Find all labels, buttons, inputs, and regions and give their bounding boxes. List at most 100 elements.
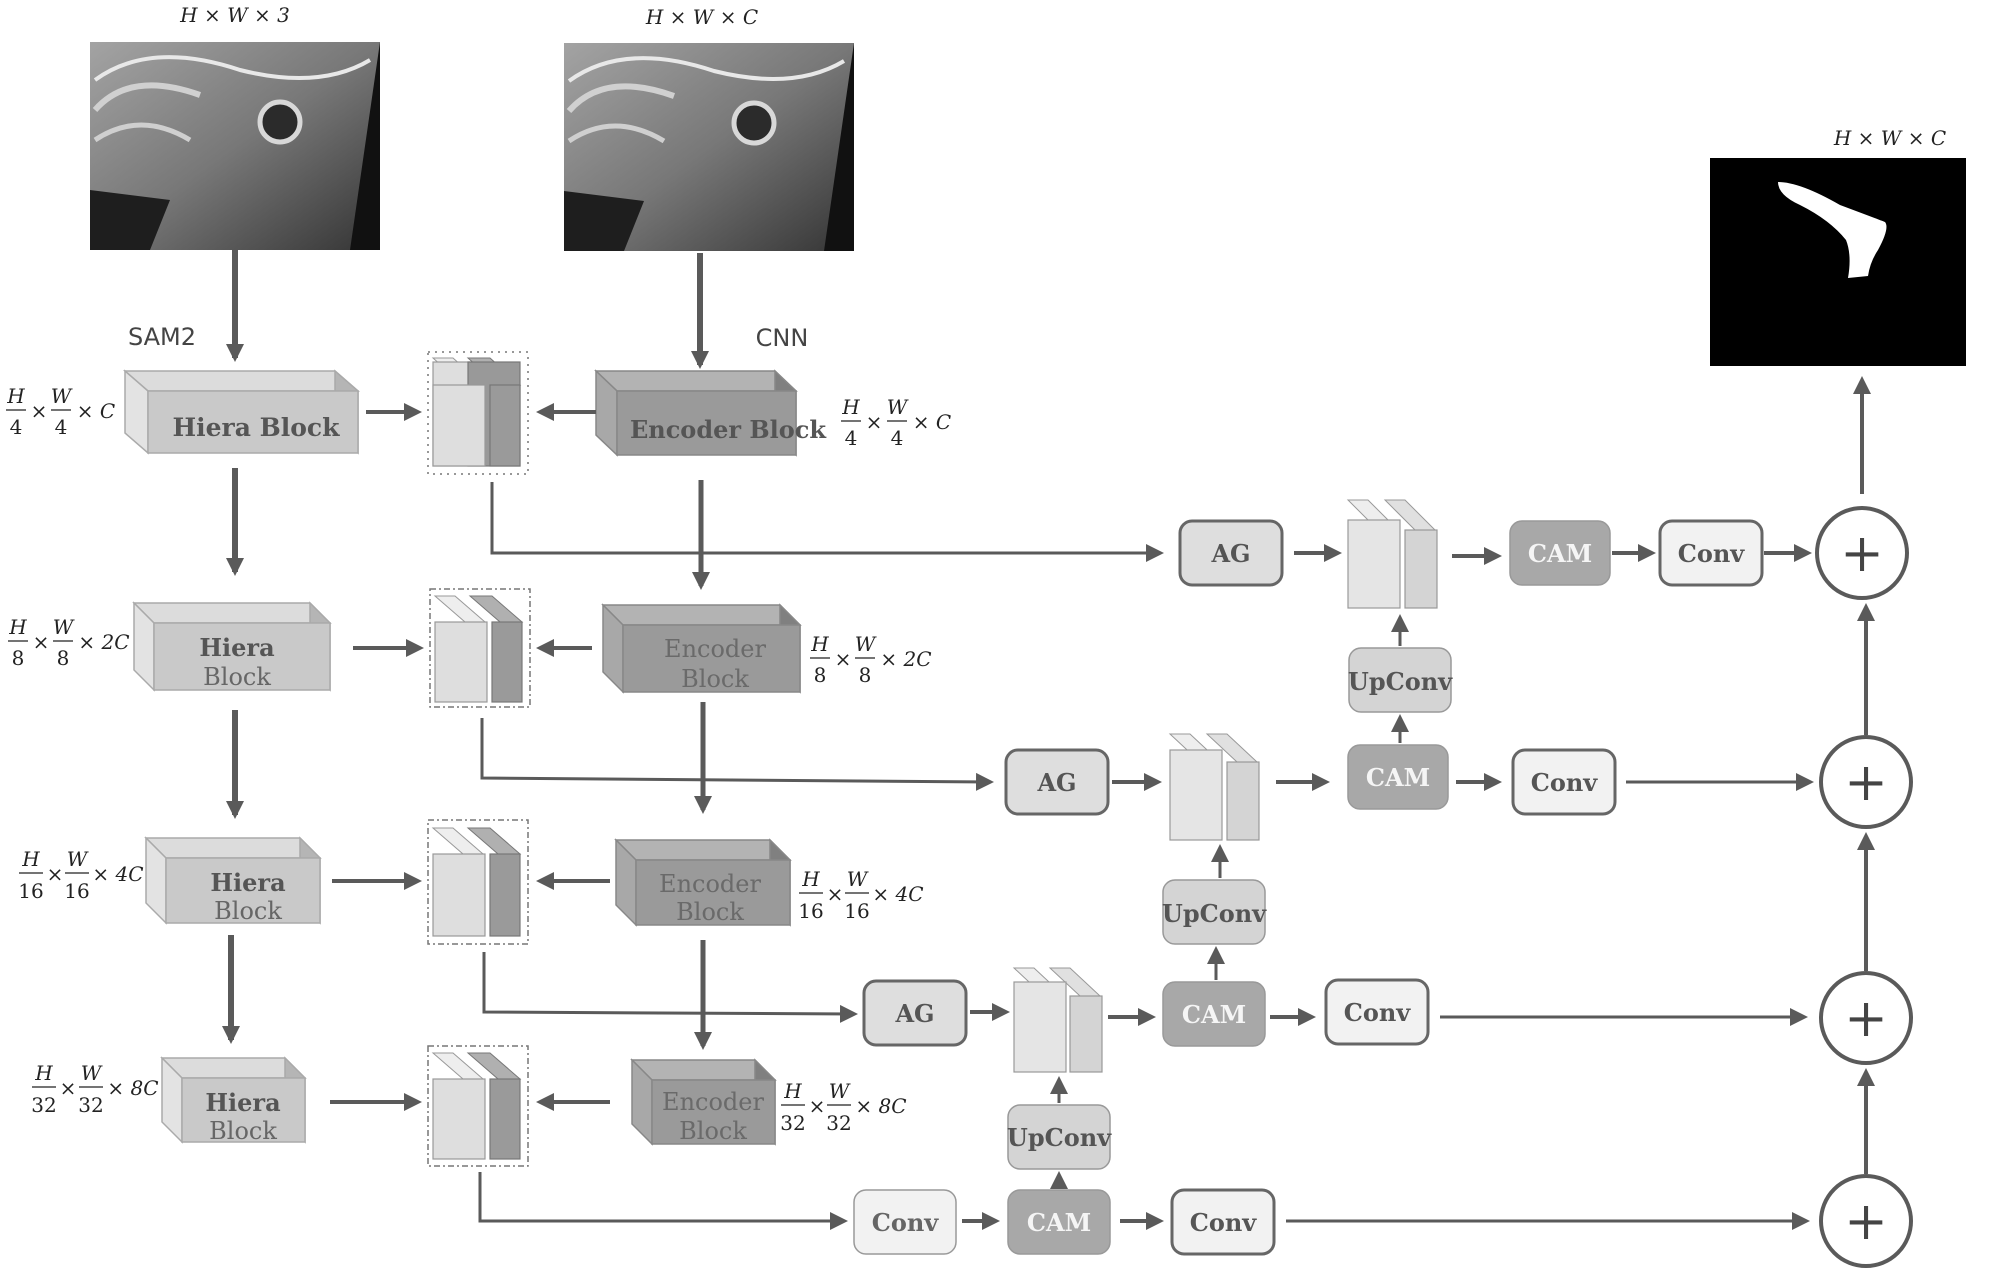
encoder-block-1-label: Encoder Block — [630, 415, 827, 444]
output-dims-label: H × W × C — [1833, 126, 1946, 150]
svg-text:4: 4 — [10, 415, 23, 439]
svg-text:32: 32 — [78, 1093, 103, 1117]
hiera-block-4: Hiera Block — [160, 1056, 307, 1145]
svg-text:× C: × C — [77, 399, 115, 423]
cam-module-4: CAM — [1007, 1189, 1111, 1255]
cam-module-3: CAM — [1162, 981, 1266, 1047]
hiera-dims-level-4: H 32 × W 32 × 8C — [31, 1061, 158, 1117]
encoder-block-1: Encoder Block — [594, 369, 827, 457]
fusion-block-1 — [427, 351, 529, 475]
skip-fusion2-to-ag2 — [480, 718, 994, 791]
sum-node-4: + — [1819, 1174, 1913, 1268]
encoder-block-4-label-line1: Encoder — [662, 1088, 764, 1116]
ag-gate-3: AG — [862, 979, 968, 1047]
svg-text:CAM: CAM — [1366, 763, 1430, 792]
svg-text:W: W — [81, 1061, 103, 1085]
svg-text:W: W — [855, 632, 877, 656]
svg-text:+: + — [1844, 989, 1888, 1049]
svg-text:× 2C: × 2C — [78, 630, 129, 654]
svg-text:× 8C: × 8C — [855, 1094, 906, 1118]
svg-text:H: H — [6, 384, 25, 408]
ultrasound-input-image — [90, 42, 380, 250]
sum-node-1: + — [1815, 506, 1909, 600]
svg-text:×: × — [47, 862, 64, 886]
encoder-block-2-label-line1: Encoder — [664, 635, 766, 663]
upconv-module-1: UpConv — [1348, 647, 1453, 713]
concat-block-row3 — [1012, 967, 1103, 1073]
fusion-block-2 — [429, 588, 531, 708]
svg-text:UpConv: UpConv — [1007, 1123, 1112, 1152]
ag-gate-1: AG — [1178, 519, 1284, 587]
svg-text:× 8C: × 8C — [107, 1076, 158, 1100]
concat-block-row1 — [1346, 499, 1438, 609]
encoder-block-3: Encoder Block — [614, 838, 792, 927]
svg-text:× C: × C — [913, 410, 951, 434]
hiera-block-2: Hiera Block — [132, 601, 332, 692]
encoder-block-3-label-line1: Encoder — [659, 870, 761, 898]
hiera-block-3: Hiera Block — [144, 836, 322, 925]
upconv-module-2: UpConv — [1162, 879, 1267, 945]
hiera-dims-level-1: H 4 × W 4 × C — [6, 384, 115, 439]
encoder-dims-level-2: H 8 × W 8 × 2C — [810, 632, 932, 687]
sam2-branch-label: SAM2 — [128, 323, 196, 351]
svg-text:H: H — [801, 867, 820, 891]
cnn-input-dims-label: H × W × C — [645, 5, 758, 29]
skip-fusion1-to-ag1 — [490, 482, 1164, 562]
encoder-block-2-label-line2: Block — [681, 665, 749, 693]
svg-text:×: × — [866, 410, 883, 434]
svg-text:16: 16 — [844, 899, 869, 923]
upconv-module-3: UpConv — [1007, 1104, 1112, 1170]
conv-module-2: Conv — [1511, 748, 1617, 816]
svg-text:16: 16 — [18, 879, 43, 903]
svg-text:W: W — [829, 1079, 851, 1103]
svg-text:AG: AG — [894, 999, 934, 1028]
svg-text:W: W — [887, 395, 909, 419]
svg-text:× 4C: × 4C — [92, 862, 143, 886]
svg-text:W: W — [847, 867, 869, 891]
svg-text:16: 16 — [798, 899, 823, 923]
svg-text:Conv: Conv — [1678, 539, 1746, 568]
svg-text:×: × — [809, 1094, 826, 1118]
encoder-dims-level-3: H 16 × W 16 × 4C — [798, 867, 923, 923]
conv-module-1: Conv — [1658, 519, 1764, 587]
svg-text:W: W — [67, 847, 89, 871]
svg-text:8: 8 — [814, 663, 827, 687]
hiera-block-2-label-line1: Hiera — [199, 633, 274, 662]
svg-text:AG: AG — [1210, 539, 1250, 568]
encoder-block-4: Encoder Block — [630, 1058, 777, 1146]
svg-text:Conv: Conv — [872, 1208, 940, 1237]
svg-text:UpConv: UpConv — [1162, 899, 1267, 928]
svg-text:×: × — [33, 630, 50, 654]
svg-text:+: + — [1844, 1192, 1888, 1252]
svg-text:32: 32 — [780, 1111, 805, 1135]
svg-text:32: 32 — [31, 1093, 56, 1117]
svg-text:CAM: CAM — [1027, 1208, 1091, 1237]
fusion-block-3 — [427, 819, 529, 945]
hiera-block-3-label-line1: Hiera — [210, 868, 285, 897]
svg-text:H: H — [34, 1061, 53, 1085]
hiera-block-1-label: Hiera Block — [173, 413, 341, 442]
segmentation-output-mask — [1710, 158, 1966, 366]
conv-module-4b: Conv — [1170, 1188, 1276, 1256]
encoder-dims-level-4: H 32 × W 32 × 8C — [780, 1079, 906, 1135]
svg-text:H: H — [21, 847, 40, 871]
svg-text:× 4C: × 4C — [872, 882, 923, 906]
encoder-block-3-label-line2: Block — [676, 898, 744, 926]
hiera-dims-level-3: H 16 × W 16 × 4C — [18, 847, 143, 903]
svg-text:8: 8 — [859, 663, 872, 687]
svg-text:W: W — [53, 615, 75, 639]
svg-text:4: 4 — [55, 415, 68, 439]
svg-text:Conv: Conv — [1190, 1208, 1258, 1237]
cnn-branch-label: CNN — [756, 324, 809, 352]
hiera-block-2-label-line2: Block — [203, 663, 271, 691]
svg-text:Conv: Conv — [1344, 998, 1412, 1027]
svg-text:32: 32 — [826, 1111, 851, 1135]
sum-node-3: + — [1819, 971, 1913, 1065]
skip-fusion4-to-conv — [478, 1172, 848, 1230]
encoder-dims-level-1: H 4 × W 4 × C — [841, 395, 951, 450]
svg-text:+: + — [1844, 753, 1888, 813]
svg-text:+: + — [1840, 524, 1884, 584]
svg-text:8: 8 — [57, 646, 70, 670]
svg-text:CAM: CAM — [1182, 1000, 1246, 1029]
